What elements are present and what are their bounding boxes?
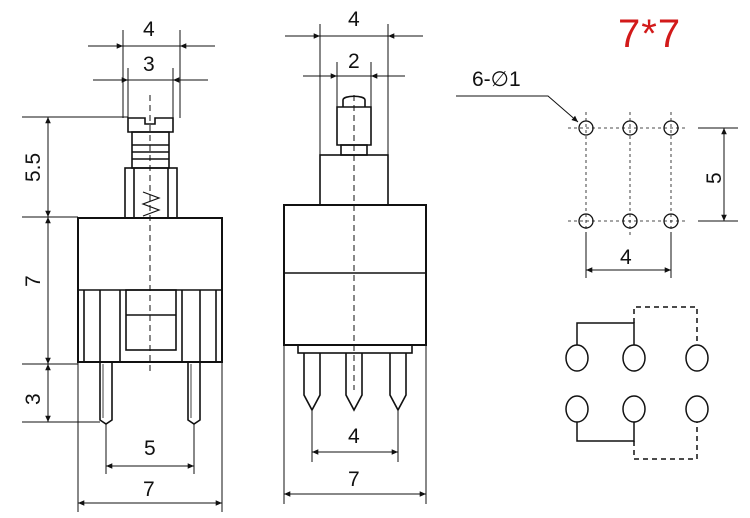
front-dim-pin-spacing: 4 [348,425,360,448]
pcb-hole [578,120,594,136]
pin-right [187,362,201,425]
pcb-hole [663,213,679,229]
part-size-title: 7*7 [618,12,682,56]
pcb-hole-layout [456,95,738,278]
front-body [283,204,427,346]
switch-schematic [565,306,709,460]
pcb-hole [578,213,594,229]
pcb-hole [622,213,638,229]
pcb-hole-note: 6-∅1 [472,68,521,91]
spring [141,191,161,217]
side-dim-pin-length: 3 [22,393,45,405]
pin-left [99,362,113,425]
side-dim-top-inner: 3 [143,53,155,76]
side-dim-body-height: 7 [22,275,45,287]
spring-housing [124,167,178,219]
side-dimensions [22,30,223,512]
pcb-hole [663,120,679,136]
front-plunger [336,106,372,146]
front-dim-top-outer: 4 [348,8,360,31]
front-dim-width: 7 [348,468,360,491]
side-dim-pin-spacing: 5 [144,437,156,460]
side-dim-plunger-height: 5.5 [22,153,45,182]
front-pin-left [303,353,321,412]
front-view [283,95,427,412]
contact-bottom-left [565,395,589,423]
pcb-dim-column-spacing: 4 [620,246,632,269]
contact-top-right [685,344,709,372]
contact-top-center [622,344,646,372]
contact-bottom-right [685,395,709,423]
contact-bottom-center [622,395,646,423]
front-pin-center [345,353,363,412]
contact-top-left [565,344,589,372]
side-dim-width: 7 [143,478,155,501]
pcb-hole [622,120,638,136]
front-dimensions [283,24,427,504]
front-dim-top-inner: 2 [348,50,360,73]
pcb-dim-row-spacing: 5 [703,172,726,184]
side-dim-top-outer: 4 [143,18,155,41]
front-pin-right [389,353,407,412]
